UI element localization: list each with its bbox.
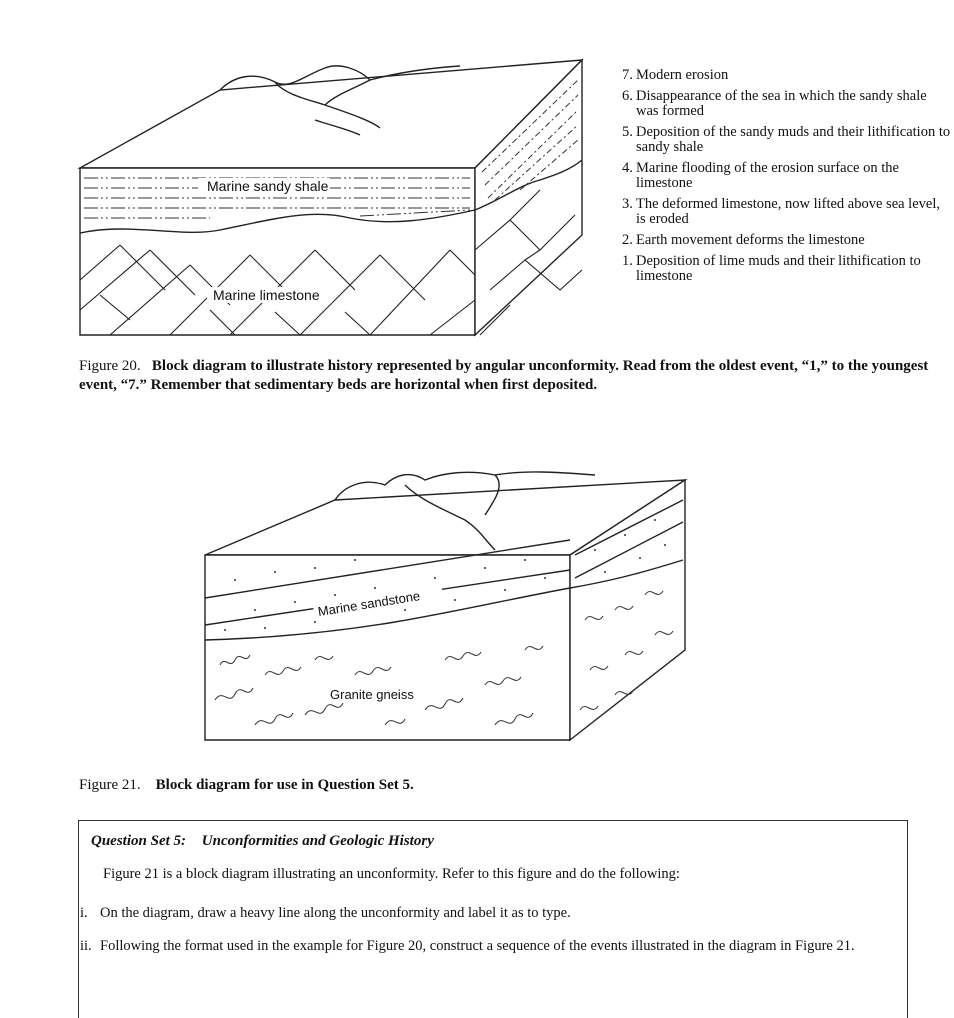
question-set-heading: Unconformities and Geologic History [201, 833, 434, 849]
figure-20-block-diagram: Marine sandy shale Marine limestone [77, 58, 584, 337]
figure-21-caption-text: Block diagram for use in Question Set 5. [155, 777, 414, 793]
question-text: Following the format used in the example… [100, 938, 855, 954]
figure-20-caption: Figure 20. Block diagram to illustrate h… [79, 357, 949, 395]
question-set-title: Question Set 5: Unconformities and Geolo… [91, 833, 434, 850]
question-item: ii. Following the format used in the exa… [80, 937, 890, 956]
label-granite-gneiss: Granite gneiss [330, 687, 414, 702]
figure-20-event-list: 7.Modern erosion 6.Disappearance of the … [622, 68, 952, 290]
figure-20-caption-text: Block diagram to illustrate history repr… [79, 358, 929, 393]
figure-21-caption-label: Figure 21. [79, 777, 141, 793]
event-item: 5.Deposition of the sandy muds and their… [622, 124, 951, 155]
question-numeral: ii. [80, 938, 92, 954]
event-item: 3.The deformed limestone, now lifted abo… [622, 196, 940, 227]
event-item: 6.Disappearance of the sea in which the … [622, 88, 927, 119]
event-item: 2.Earth movement deforms the limestone [622, 232, 865, 248]
label-marine-limestone: Marine limestone [213, 287, 320, 303]
question-set-box [78, 820, 908, 1018]
event-item: 4.Marine flooding of the erosion surface… [622, 160, 899, 191]
question-numeral: i. [80, 905, 88, 921]
question-set-intro: Figure 21 is a block diagram illustratin… [103, 866, 680, 882]
question-text: On the diagram, draw a heavy line along … [100, 905, 571, 921]
figure-21-block-diagram: Marine sandstone Granite gneiss [204, 471, 688, 742]
label-marine-sandy-shale: Marine sandy shale [207, 178, 329, 194]
question-set-number: Question Set 5: [91, 833, 187, 849]
figure-21-caption: Figure 21. Block diagram for use in Ques… [79, 776, 879, 795]
event-item: 1.Deposition of lime muds and their lith… [622, 253, 921, 284]
figure-20-caption-label: Figure 20. [79, 358, 141, 374]
question-item: i. On the diagram, draw a heavy line alo… [80, 904, 900, 923]
event-item: 7.Modern erosion [622, 67, 729, 83]
